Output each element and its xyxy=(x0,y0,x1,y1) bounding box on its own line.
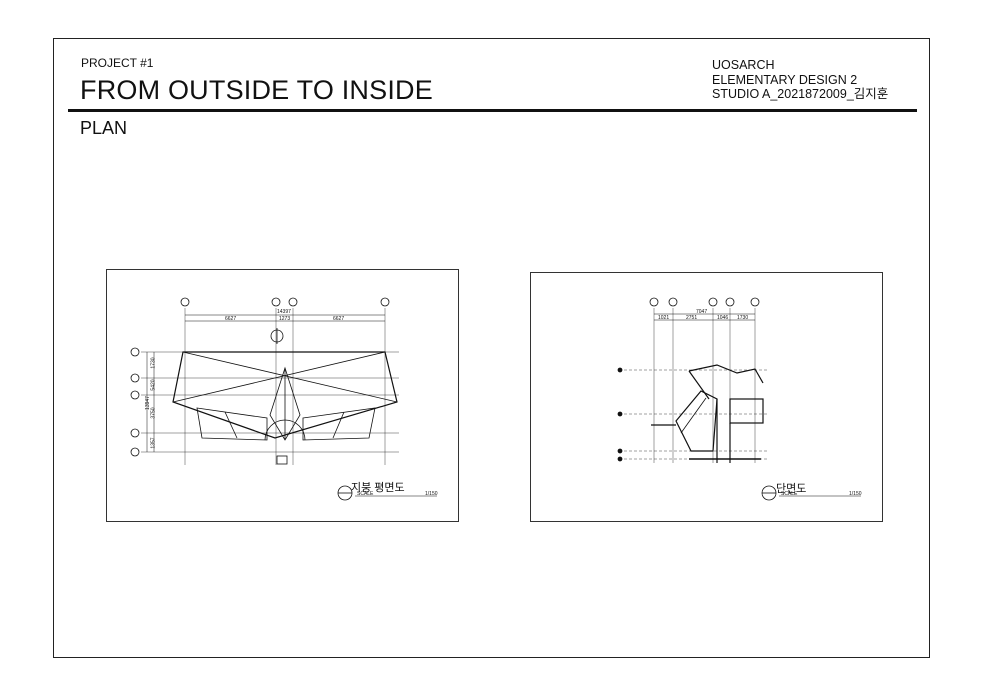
section-title-label: 단면도 xyxy=(776,483,807,495)
section-dim-c: 1046 xyxy=(717,315,729,321)
section-panel: 단면도 SCALE 1/150 7047 1021 2751 1046 1730 xyxy=(530,272,883,522)
project-title: FROM OUTSIDE TO INSIDE xyxy=(80,75,433,105)
section-scale-value: 1/150 xyxy=(849,491,862,497)
roof-plan-panel: 지붕 평면도 SCALE 1/150 14397 6627 1273 6627 … xyxy=(106,269,459,522)
dim-side-c: 3750 xyxy=(150,407,157,419)
meta-line-1: UOSARCH xyxy=(712,58,775,72)
roof-plan-drawing xyxy=(130,297,437,501)
section-drawing xyxy=(617,297,861,501)
dim-side-a: 1730 xyxy=(150,357,157,369)
dim-side-d: 1357 xyxy=(150,437,157,449)
roof-plan-scale-value: 1/150 xyxy=(425,491,438,497)
roof-plan-scale-label: SCALE xyxy=(357,491,374,497)
dim-top-total: 14397 xyxy=(277,309,291,315)
project-label: PROJECT #1 xyxy=(81,56,154,70)
roof-plan-title: 지붕 평면도 xyxy=(351,482,405,494)
dim-top-a: 6627 xyxy=(225,316,237,322)
drawing-sheet xyxy=(53,38,930,658)
section-scale-label: SCALE xyxy=(781,491,798,497)
section-dim-b: 2751 xyxy=(686,315,698,321)
title-block: UOSARCH ELEMENTARY DESIGN 2 STUDIO A_202… xyxy=(712,58,888,102)
dim-side-b: 5420 xyxy=(150,379,157,391)
dim-side-total: 13947 xyxy=(144,396,151,410)
meta-line-2: ELEMENTARY DESIGN 2 xyxy=(712,72,858,87)
section-dim-d: 1730 xyxy=(737,315,749,321)
dim-top-c: 6627 xyxy=(333,316,345,322)
dim-top-b: 1273 xyxy=(279,316,291,322)
section-dim-a: 1021 xyxy=(658,315,670,321)
section-title: PLAN xyxy=(80,118,128,138)
meta-line-3: STUDIO A_2021872009_김지훈 xyxy=(712,87,889,101)
title-rule xyxy=(68,109,917,112)
section-dim-total: 7047 xyxy=(696,309,708,315)
